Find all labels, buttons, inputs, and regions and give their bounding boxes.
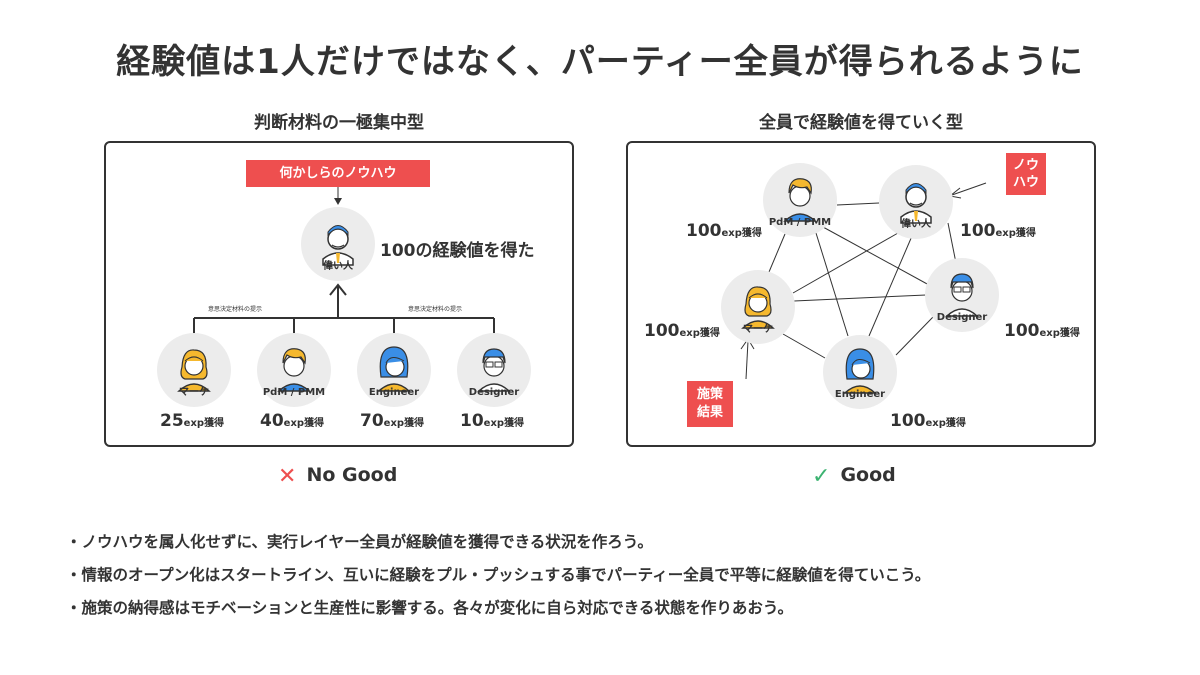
provide-label-right: 意思決定材料の提示 bbox=[408, 306, 463, 313]
result-tag: 施策 結果 bbox=[687, 381, 733, 427]
marketing-node: マーケ bbox=[721, 270, 795, 344]
marketing-node-exp: 100exp獲得 bbox=[644, 321, 720, 341]
check-icon: ✓ bbox=[812, 464, 831, 489]
engineer-node: Engineer bbox=[823, 335, 897, 409]
boss-node: 偉い人 bbox=[879, 165, 953, 239]
pdm-avatar: PdM / PMM bbox=[257, 333, 331, 407]
left-diagram-title: 判断材料の一極集中型 bbox=[254, 113, 424, 133]
no-good-text: No Good bbox=[306, 464, 398, 486]
boss-node-label: 偉い人 bbox=[901, 219, 931, 230]
bullet-item: ・情報のオープン化はスタートライン、互いに経験をプル・プッシュする事でパーティー… bbox=[66, 566, 931, 584]
good-text: Good bbox=[840, 464, 896, 486]
knowhow-arrowhead bbox=[334, 198, 342, 205]
designer-label: Designer bbox=[468, 387, 520, 398]
pdm-exp: 40exp獲得 bbox=[260, 411, 325, 431]
marketing-node-label: マーケ bbox=[743, 324, 773, 335]
marketing-exp: 25exp獲得 bbox=[160, 411, 225, 431]
boss-icon bbox=[900, 183, 932, 224]
boss-exp: 100の経験値を得た bbox=[380, 241, 535, 261]
bullet-item: ・施策の納得感はモチベーションと生産性に影響する。各々が変化に自ら対応できる状態… bbox=[66, 599, 793, 617]
designer-node-label: Designer bbox=[936, 312, 988, 323]
pdm-label: PdM / PMM bbox=[262, 387, 326, 398]
designer-avatar: Designer bbox=[457, 333, 531, 407]
engineer-icon bbox=[843, 348, 877, 394]
distributed-connectors bbox=[740, 182, 987, 380]
cross-icon: ✕ bbox=[278, 464, 297, 489]
engineer-avatar: Engineer bbox=[357, 333, 431, 407]
pdm-icon bbox=[783, 178, 817, 222]
engineer-label: Engineer bbox=[368, 387, 420, 398]
centralized-diagram-panel: 何かしらのノウハウ 偉い人 100の経験値を得た 意思決定材料の提示 意思決定材… bbox=[104, 141, 574, 447]
marketing-avatar: マーケ bbox=[157, 333, 231, 407]
centralized-connectors bbox=[193, 187, 495, 335]
pdm-node-label: PdM / PMM bbox=[768, 217, 832, 228]
engineer-node-exp: 100exp獲得 bbox=[890, 411, 966, 431]
pdm-node-exp: 100exp獲得 bbox=[686, 221, 762, 241]
designer-exp: 10exp獲得 bbox=[460, 411, 525, 431]
pdm-icon bbox=[277, 348, 311, 392]
summary-bullets: ・ノウハウを属人化せずに、実行レイヤー全員が経験値を獲得できる状況を作ろう。 ・… bbox=[66, 530, 930, 629]
pdm-node: PdM / PMM bbox=[763, 163, 837, 237]
marketing-icon bbox=[177, 349, 211, 392]
designer-icon bbox=[945, 273, 979, 317]
good-verdict: ✓ Good bbox=[812, 464, 896, 489]
knowhow-tag: ノウ ハウ bbox=[1006, 153, 1046, 195]
designer-icon bbox=[477, 348, 511, 392]
bullet-item: ・ノウハウを属人化せずに、実行レイヤー全員が経験値を獲得できる状況を作ろう。 bbox=[66, 533, 653, 551]
designer-node-exp: 100exp獲得 bbox=[1004, 321, 1080, 341]
designer-node: Designer bbox=[925, 258, 999, 332]
no-good-verdict: ✕ No Good bbox=[278, 464, 397, 489]
knowhow-tag: 何かしらのノウハウ bbox=[246, 160, 430, 187]
boss-label: 偉い人 bbox=[323, 261, 353, 272]
upward-arrowhead bbox=[329, 283, 347, 296]
engineer-node-label: Engineer bbox=[834, 389, 886, 400]
boss-node-exp: 100exp獲得 bbox=[960, 221, 1036, 241]
boss-avatar: 偉い人 bbox=[301, 207, 375, 281]
marketing-label: マーケ bbox=[179, 387, 209, 398]
provide-label-left: 意思決定材料の提示 bbox=[208, 306, 263, 313]
page-title: 経験値は1人だけではなく、パーティー全員が得られるように bbox=[116, 42, 1084, 82]
engineer-exp: 70exp獲得 bbox=[360, 411, 425, 431]
boss-icon bbox=[322, 225, 354, 266]
right-diagram-title: 全員で経験値を得ていく型 bbox=[759, 113, 963, 133]
engineer-icon bbox=[377, 346, 411, 392]
distributed-diagram-panel: ノウ ハウ 施策 結果 PdM / PMM 偉い人 マーケ bbox=[626, 141, 1096, 447]
marketing-icon bbox=[741, 286, 775, 329]
